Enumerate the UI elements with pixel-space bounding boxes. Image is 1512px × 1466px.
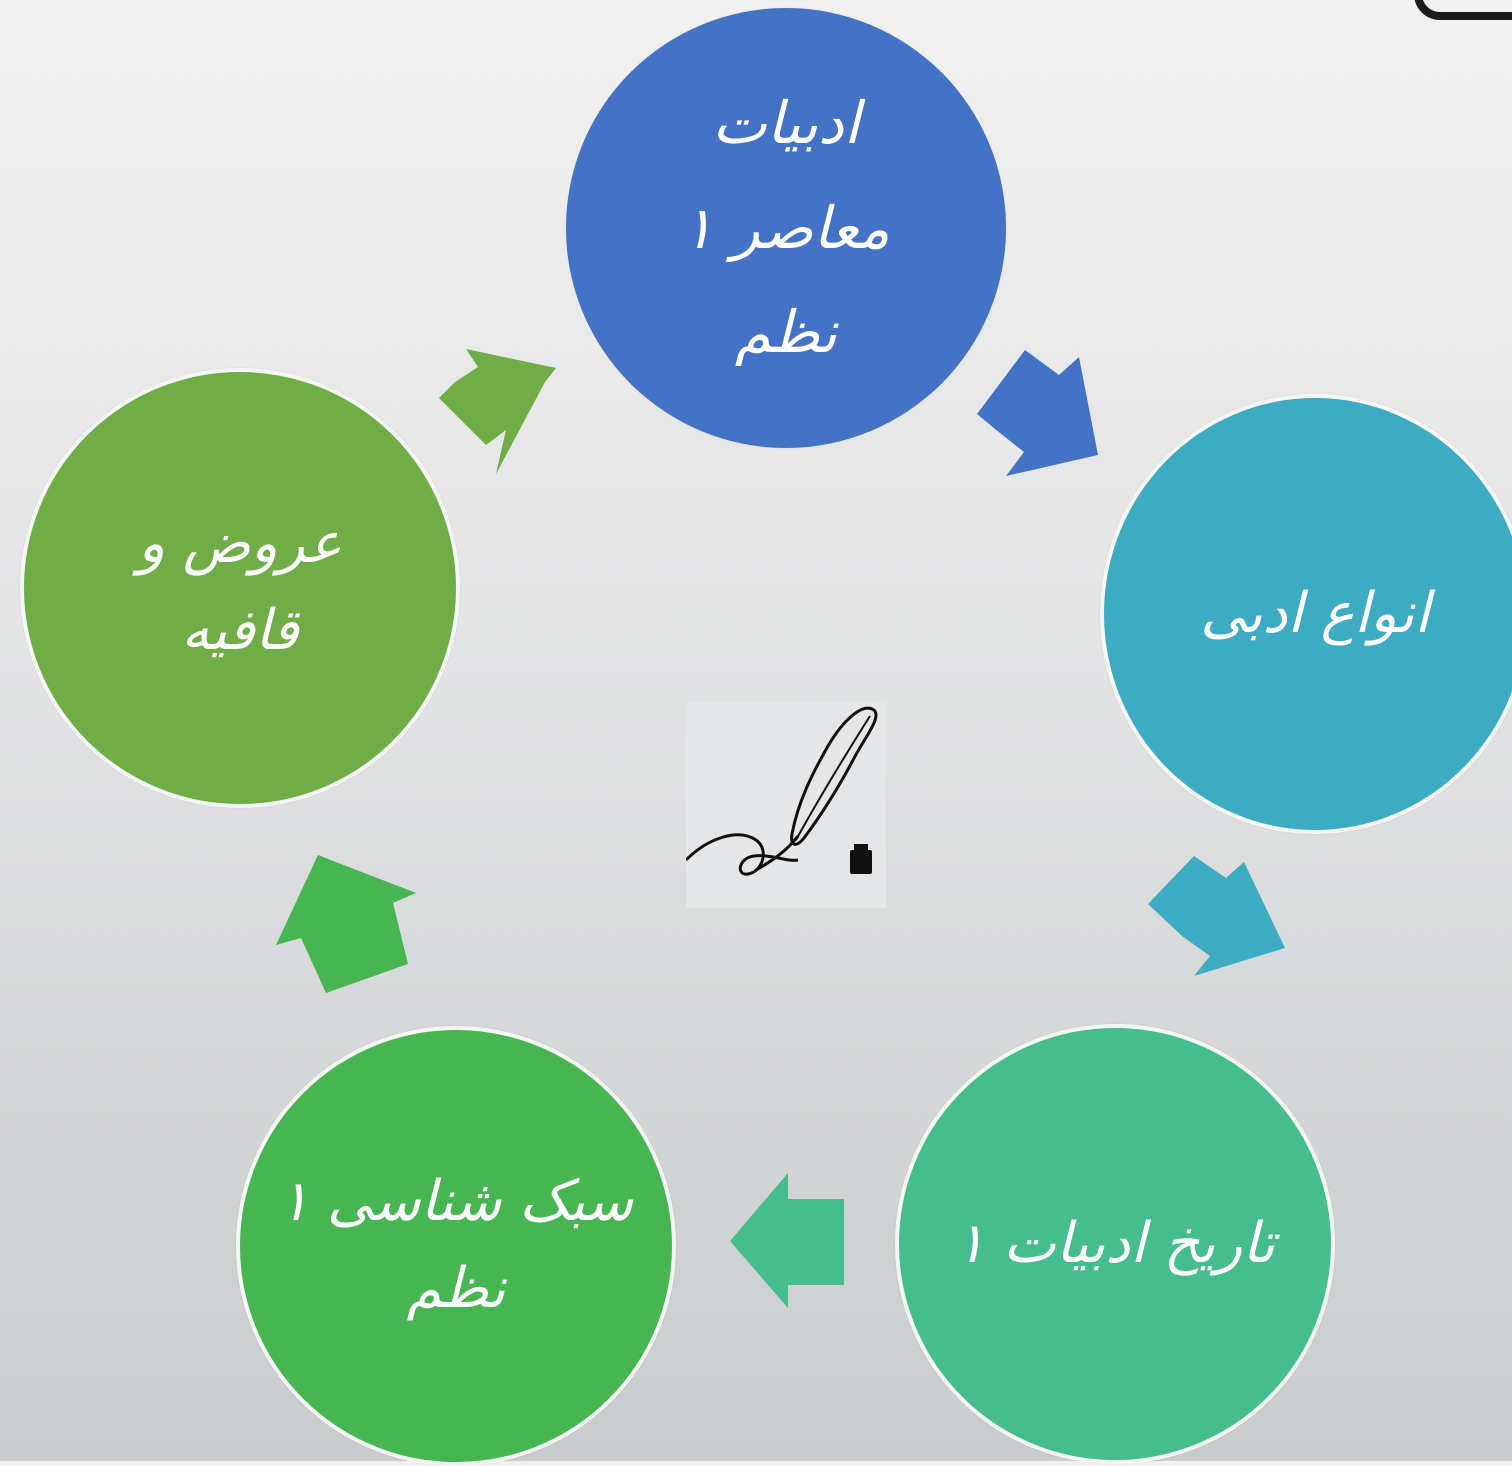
node-1-line-2: معاصر ۱ xyxy=(682,193,890,262)
node-4-line-1: سبک شناسی ۱ xyxy=(278,1169,634,1235)
arrow-4-to-5-icon xyxy=(276,855,416,993)
node-4-line-2: نظم xyxy=(406,1256,506,1321)
node-history-of-literature: تاریخ ادبیات ۱ xyxy=(895,1024,1335,1464)
node-prosody-and-rhyme: عروض و قافیه xyxy=(20,368,460,808)
node-contemporary-literature-poetry: ادبیات معاصر ۱ نظم xyxy=(566,8,1006,448)
quill-and-inkpot-icon xyxy=(684,702,886,908)
node-5-line-2: قافیه xyxy=(181,598,299,663)
node-1-line-1: ادبیات xyxy=(712,89,860,158)
node-3-line-1: تاریخ ادبیات ۱ xyxy=(955,1210,1275,1276)
node-1-line-3: نظم xyxy=(734,298,838,367)
node-stylistics-poetry: سبک شناسی ۱ نظم xyxy=(236,1026,676,1466)
node-5-line-1: عروض و xyxy=(138,511,342,577)
arrow-3-to-4-icon xyxy=(730,1173,844,1308)
arrow-5-to-1-icon xyxy=(439,349,556,474)
node-literary-genres: انواع ادبی xyxy=(1100,394,1512,834)
node-2-line-1: انواع ادبی xyxy=(1200,580,1430,646)
arrow-1-to-2-icon xyxy=(977,350,1098,476)
arrow-2-to-3-icon xyxy=(1148,856,1285,976)
